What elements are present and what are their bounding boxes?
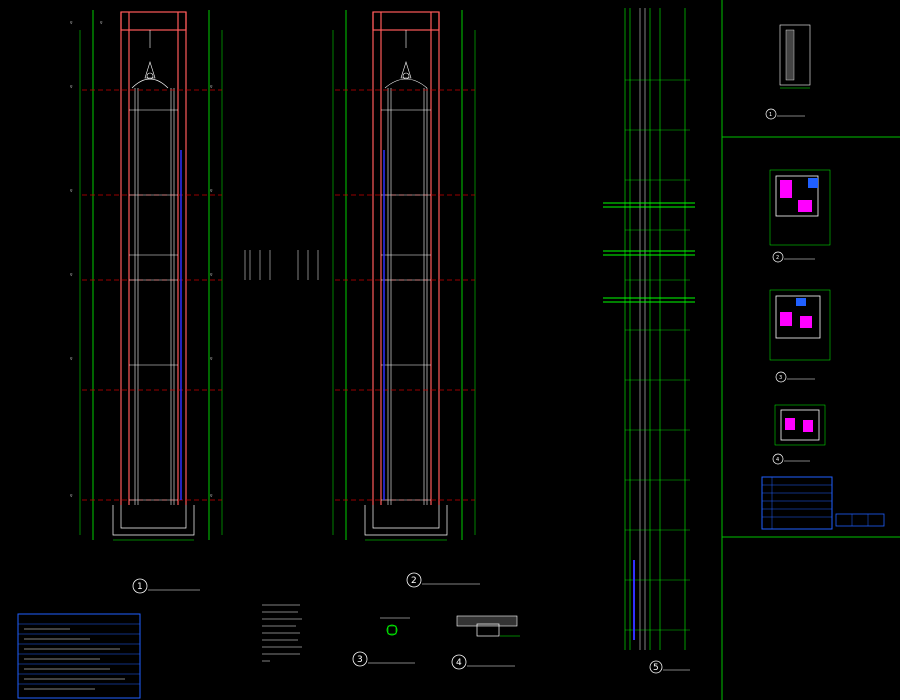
svg-text:▽: ▽ — [70, 493, 73, 498]
svg-text:▽: ▽ — [210, 84, 213, 89]
view-marker-detail-3: 3 — [352, 651, 415, 667]
view-number: 4 — [776, 457, 779, 463]
section-2-shaft[interactable]: 2 — [244, 10, 480, 588]
legend-table — [17, 613, 141, 699]
circle-number-icon — [775, 371, 787, 383]
svg-text:▽: ▽ — [210, 188, 213, 193]
plan-detail-2[interactable]: 2 — [769, 169, 831, 263]
detail-3: 3 — [352, 617, 415, 667]
view-marker-section-1: 1 — [132, 578, 200, 594]
general-notes-block — [262, 604, 302, 662]
plan-detail-4[interactable]: 4 — [772, 404, 826, 465]
svg-text:▽: ▽ — [210, 493, 213, 498]
circle-number-icon — [772, 453, 784, 465]
svg-text:▽: ▽ — [210, 356, 213, 361]
view-marker-section-2: 2 — [406, 572, 480, 588]
view-number: 1 — [769, 112, 772, 118]
svg-text:▽: ▽ — [70, 272, 73, 277]
circle-number-icon — [451, 654, 467, 670]
view-number: 3 — [779, 375, 782, 381]
view-number: 4 — [456, 658, 462, 668]
view-marker-plan-1: 1 — [765, 108, 805, 120]
svg-text:▽: ▽ — [100, 20, 103, 25]
view-marker-detail-4: 4 — [451, 654, 515, 670]
circle-number-icon — [132, 578, 148, 594]
view-number: 1 — [137, 582, 143, 592]
schedule-table — [761, 476, 885, 530]
circle-number-icon — [772, 251, 784, 263]
plan-detail-1[interactable]: 1 — [765, 24, 811, 120]
view-number: 3 — [357, 655, 363, 665]
view-marker-plan-2: 2 — [772, 251, 815, 263]
view-marker-elevation-5: 5 — [649, 660, 690, 674]
elevation-strip-5[interactable]: 5 — [603, 8, 695, 674]
section-1-shaft[interactable]: ▽ ▽ ▽ ▽ ▽ ▽ ▽ ▽ ▽ ▽ ▽ ▽ 1 — [70, 10, 223, 594]
plan-detail-3[interactable]: 3 — [769, 289, 831, 383]
view-marker-plan-4: 4 — [772, 453, 810, 465]
svg-text:▽: ▽ — [70, 188, 73, 193]
circle-number-icon — [765, 108, 777, 120]
svg-text:▽: ▽ — [210, 272, 213, 277]
view-marker-plan-3: 3 — [775, 371, 815, 383]
circle-number-icon — [352, 651, 368, 667]
svg-text:▽: ▽ — [70, 20, 73, 25]
svg-text:▽: ▽ — [70, 356, 73, 361]
svg-text:▽: ▽ — [70, 84, 73, 89]
circle-number-icon — [649, 660, 663, 674]
sheet-frame — [721, 0, 900, 700]
view-number: 2 — [411, 576, 417, 586]
view-number: 5 — [653, 663, 659, 673]
view-number: 2 — [776, 255, 779, 261]
circle-number-icon — [406, 572, 422, 588]
detail-4: 4 — [451, 615, 520, 670]
